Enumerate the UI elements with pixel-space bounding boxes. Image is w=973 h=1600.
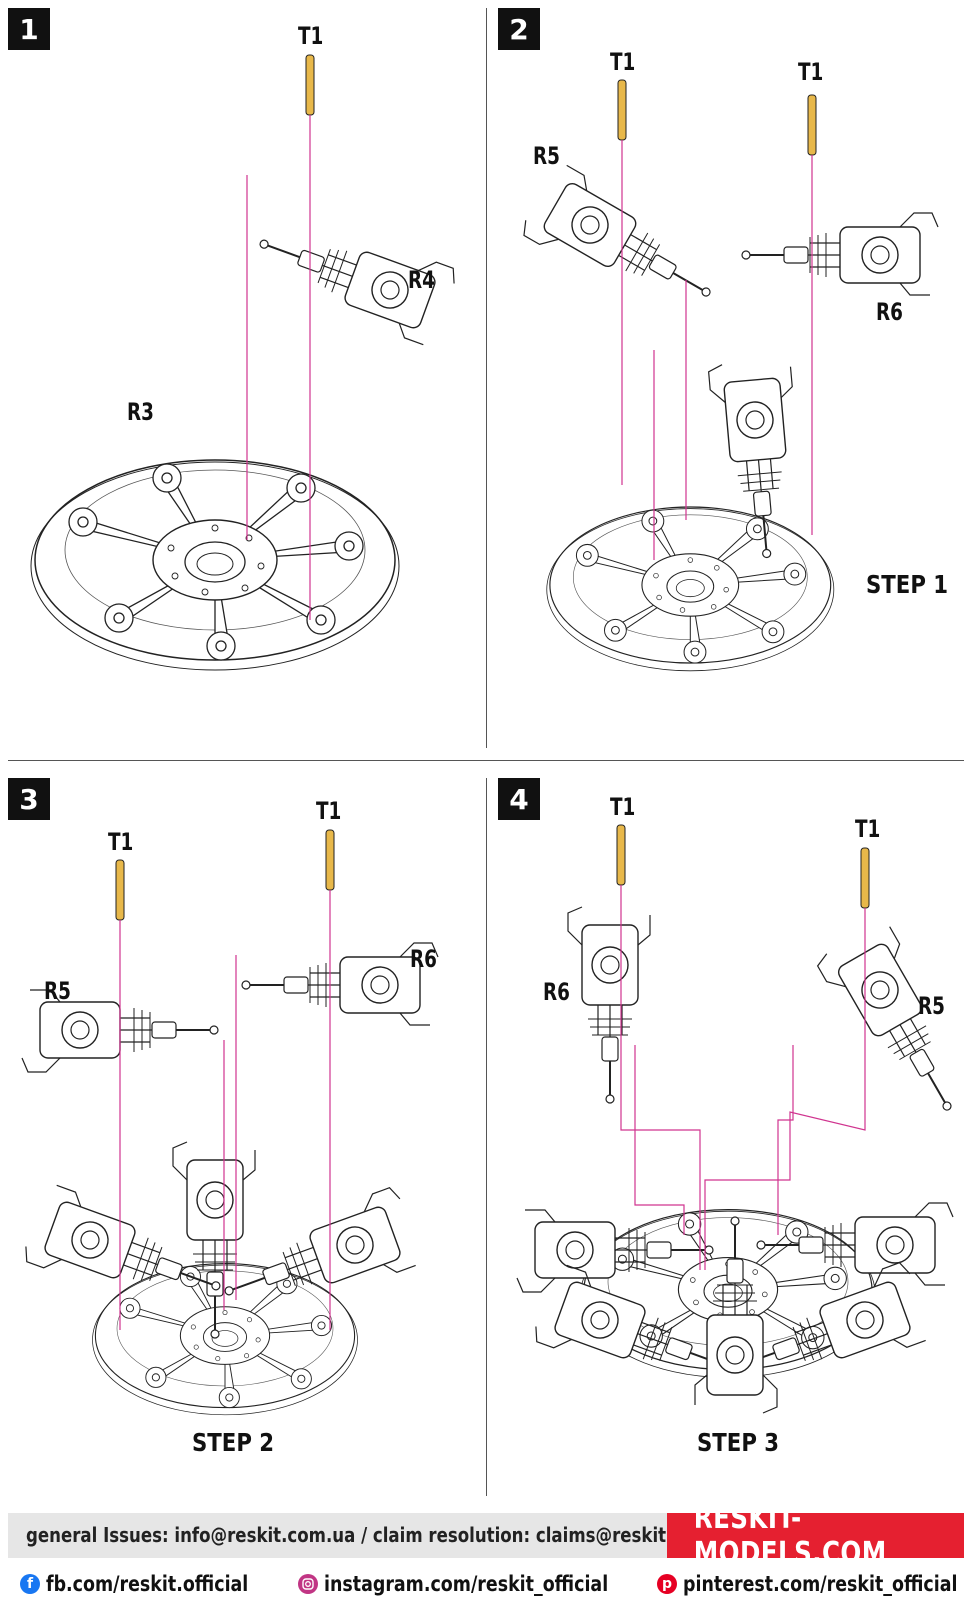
step-badge-4: 4	[498, 778, 540, 820]
instagram-link[interactable]: instagram.com/reskit_official	[324, 1572, 609, 1596]
panel-4-art	[516, 824, 973, 1414]
vertical-divider-bottom	[486, 778, 487, 1496]
part-label-t1-left: T1	[610, 793, 636, 821]
part-label-r5: R5	[533, 142, 560, 170]
part-label-r6: R6	[543, 978, 570, 1006]
social-pinterest[interactable]: p pinterest.com/reskit_official	[657, 1572, 973, 1596]
social-facebook[interactable]: f fb.com/reskit.official	[20, 1572, 290, 1596]
pinterest-link[interactable]: pinterest.com/reskit_official	[683, 1572, 958, 1596]
step-caption-2: STEP 2	[192, 1428, 275, 1457]
social-instagram[interactable]: instagram.com/reskit_official	[298, 1572, 666, 1596]
vertical-divider-top	[486, 8, 487, 748]
part-label-t1: T1	[298, 22, 324, 50]
panel-2-art	[517, 79, 939, 672]
step-badge-1: 1	[8, 8, 50, 50]
instagram-icon	[298, 1574, 318, 1594]
step-caption-3: STEP 3	[697, 1428, 780, 1457]
part-label-r4: R4	[408, 266, 435, 294]
part-label-r3: R3	[127, 398, 154, 426]
panel-3-art	[20, 829, 439, 1416]
part-label-t1-left: T1	[108, 828, 134, 856]
facebook-icon: f	[20, 1574, 40, 1594]
contact-text: general Issues: info@reskit.com.ua / cla…	[26, 1523, 741, 1547]
part-label-t1-right: T1	[855, 815, 881, 843]
part-label-r5: R5	[918, 992, 945, 1020]
step-caption-1: STEP 1	[866, 570, 949, 599]
part-label-r6: R6	[410, 945, 437, 973]
step-badge-2: 2	[498, 8, 540, 50]
part-label-t1-right: T1	[798, 58, 824, 86]
part-label-r5: R5	[44, 977, 71, 1005]
brand-text[interactable]: RESKIT-MODELS.COM	[693, 1500, 887, 1571]
facebook-link[interactable]: fb.com/reskit.official	[46, 1572, 249, 1596]
brand-banner[interactable]: RESKIT-MODELS.COM	[667, 1501, 964, 1571]
part-label-t1-left: T1	[610, 48, 636, 76]
part-label-t1-right: T1	[316, 797, 342, 825]
panel-1-art	[30, 54, 460, 671]
horizontal-divider	[8, 760, 964, 761]
pinterest-icon: p	[657, 1574, 677, 1594]
step-badge-3: 3	[8, 778, 50, 820]
part-label-r6: R6	[876, 298, 903, 326]
